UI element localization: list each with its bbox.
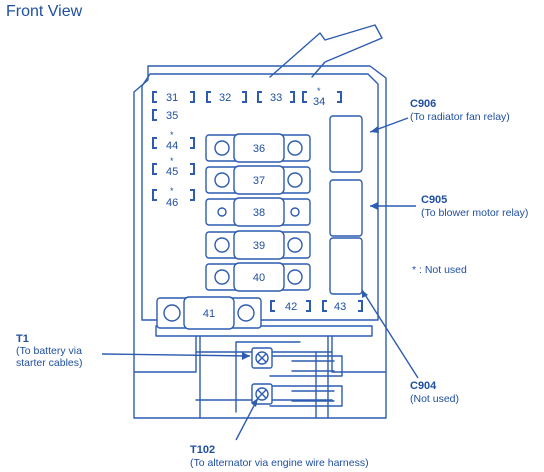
fuse-36-label: 36 [253, 143, 265, 155]
c905-id: C905 [421, 194, 448, 206]
legend-not-used: * : Not used [412, 264, 467, 276]
release-lever [269, 24, 383, 78]
cable-t1 [269, 355, 343, 377]
t1-desc-line2: starter cables) [16, 357, 83, 369]
fuse-34: 34 [313, 96, 325, 108]
c905-desc: (To blower motor relay) [421, 207, 529, 219]
c906-id: C906 [410, 98, 437, 110]
fuse-35: 35 [166, 110, 178, 122]
terminal-block [133, 335, 387, 373]
fuse-32: 32 [219, 92, 231, 104]
fuse-43: 43 [334, 301, 346, 313]
c904-id: C904 [410, 380, 437, 392]
fuse-40: 40 [205, 262, 311, 292]
t1-desc-line1: (To battery via [16, 345, 82, 357]
c904-desc: (Not used) [410, 393, 460, 405]
fuse-39: 39 [205, 230, 311, 260]
fuse-box-housing [133, 65, 387, 419]
leader-c904 [361, 289, 419, 379]
page-title: Front View [6, 3, 83, 20]
relay-socket-c906 [329, 115, 363, 173]
leader-t1 [101, 353, 251, 357]
asterisk-46: * [170, 186, 174, 196]
fuse-40-label: 40 [253, 272, 265, 284]
fuse-42: 42 [285, 301, 297, 313]
fuse-38-label: 38 [253, 207, 265, 219]
t102-id: T102 [190, 444, 216, 456]
fuse-37-label: 37 [253, 175, 265, 187]
relay-socket-c904 [329, 237, 363, 295]
fuse-38: 38 [205, 197, 311, 227]
fuse-31: 31 [166, 92, 178, 104]
fuse-36: 36 [205, 133, 311, 163]
fuse-45: 45 [166, 166, 178, 178]
fuse-46: 46 [166, 197, 178, 209]
fuse-33: 33 [270, 92, 282, 104]
asterisk-34: * [317, 86, 321, 96]
cable-t102 [269, 385, 343, 407]
fuse-44: 44 [166, 140, 178, 152]
terminal-t1 [251, 347, 273, 369]
t1-id: T1 [16, 333, 29, 345]
relay-socket-c905 [329, 179, 363, 237]
t102-desc: (To alternator via engine wire harness) [190, 457, 369, 469]
asterisk-45: * [170, 156, 174, 166]
c906-desc: (To radiator fan relay) [410, 111, 510, 123]
fuse-41-label: 41 [203, 308, 215, 320]
asterisk-44: * [170, 130, 174, 140]
fuse-37: 37 [205, 165, 311, 195]
fuse-39-label: 39 [253, 240, 265, 252]
